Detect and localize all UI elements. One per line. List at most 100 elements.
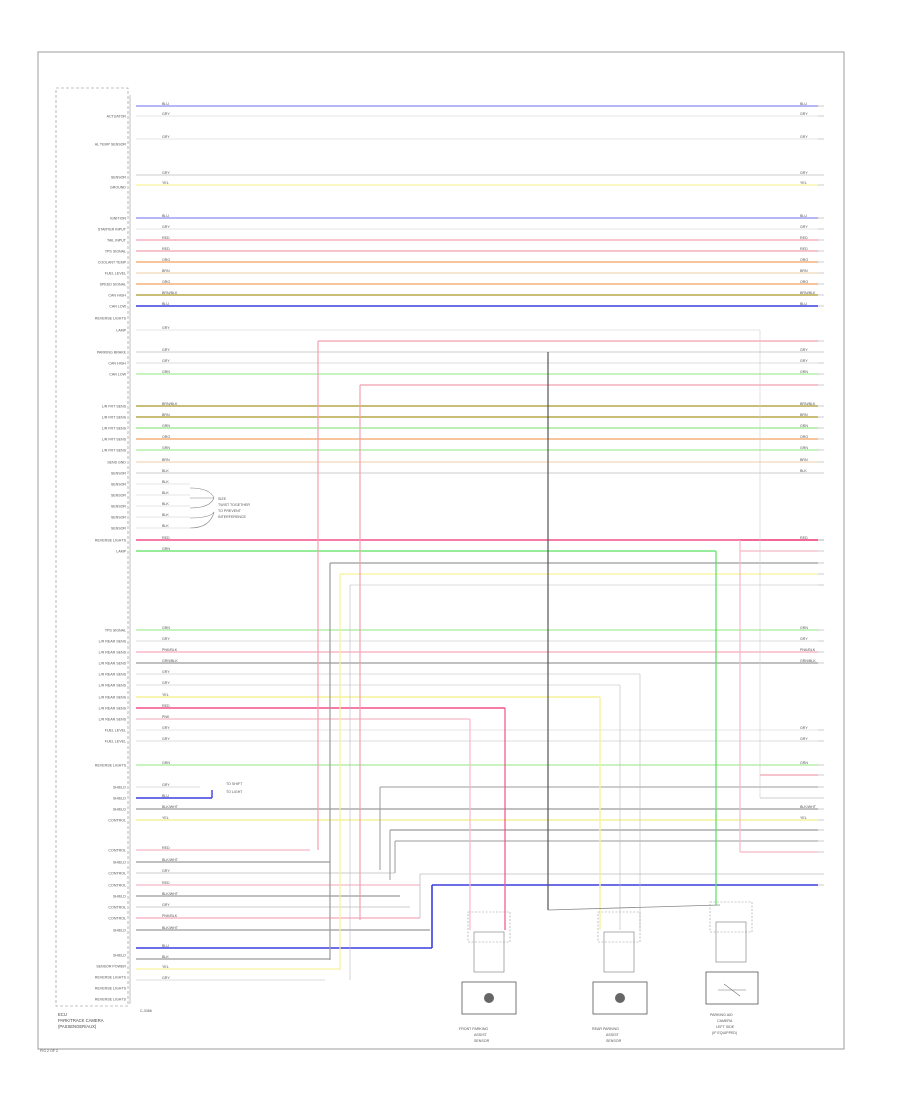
wire-code: GRN [162, 761, 170, 765]
ecu-pin-label: L/R FRT SENS [102, 427, 127, 431]
ecu-title-line-2: PARK/TRACK CAMERA [58, 1018, 104, 1023]
ecu-pin-label: CONTROL [108, 906, 126, 910]
wire-code: BLU [162, 214, 169, 218]
svg-text:INTERFERENCE: INTERFERENCE [218, 515, 247, 519]
ecu-housing [55, 87, 129, 1007]
wire-code: PNK [162, 715, 170, 719]
ecu-pin-label: COOLANT TEMP [98, 261, 127, 265]
wire-code-right: GRY [800, 726, 808, 730]
wire-code-right: RED [800, 536, 808, 540]
wire-code-right: GRN [800, 424, 808, 428]
ecu-title-line-3: (PASSENGER/AUX) [58, 1024, 97, 1029]
wire-code: GRY [162, 869, 170, 873]
wire-code: BLK [162, 502, 169, 506]
ecu-pin-label: L/R REAR SENS [99, 707, 127, 711]
svg-text:FRONT PARKING: FRONT PARKING [459, 1027, 488, 1031]
ecu-pin-label: CONTROL [108, 884, 126, 888]
wire-code: BLK [162, 480, 169, 484]
wire-code-right: GRY [800, 348, 808, 352]
wire-code: GRN [162, 370, 170, 374]
ecu-pin-label: REVERSE LIGHTS [95, 539, 127, 543]
svg-text:CAMERA: CAMERA [717, 1019, 733, 1023]
wire-code: GRY [162, 135, 170, 139]
vertical-runs [211, 330, 761, 980]
ecu-pin-label: IGNITION [110, 217, 126, 221]
wire-code: BLK [162, 524, 169, 528]
figure-footer: FIG 2 OF 2 [40, 1049, 58, 1053]
wire-code: BLU [162, 794, 169, 798]
wire-code-right: GRY [800, 359, 808, 363]
wire-code: RED [162, 704, 170, 708]
wire-code: BLK [162, 955, 169, 959]
wire-code-right: BRN/BLK [800, 402, 816, 406]
wire-code-labels: BLU BLU GRY GRY GRY GRY GRY GRY YEL YEL BLU BLU GRY G… [162, 102, 817, 980]
ecu-pin-label: L/R REAR SENS [99, 684, 127, 688]
wire-code-right: BRN [800, 458, 808, 462]
ecu-pin-label: CAN LOW [109, 305, 126, 309]
wire-code: BLU [162, 102, 169, 106]
front-parking-sensor: FRONT PARKING ASSIST SENSOR [459, 911, 517, 1043]
ecu-pin-label: L/R FRT SENS [102, 449, 127, 453]
ecu-pin-label: SHIELD [113, 895, 126, 899]
ecu-pin-label: REVERSE LIGHTS [95, 987, 127, 991]
wire-code: RED [162, 881, 170, 885]
wire-code: GRY [162, 225, 170, 229]
ecu-pin-label: SHIELD [113, 797, 126, 801]
ecu-pin-label: SENSOR [111, 505, 127, 509]
wire-code: GRY [162, 737, 170, 741]
ecu-pin-label: TAIL INPUT [107, 239, 127, 243]
wire-code-right: YEL [800, 181, 807, 185]
svg-text:TO PREVENT: TO PREVENT [218, 509, 242, 513]
wire-code: ORG [162, 435, 170, 439]
wire-code-right: BLU [800, 302, 807, 306]
ecu-pin-label: REVERSE LIGHTS [95, 317, 127, 321]
ecu-pin-label: LAMP [116, 550, 126, 554]
wire-code-right: BLU [800, 214, 807, 218]
wire-code: YEL [162, 816, 169, 820]
wire-code-right: GRN [800, 446, 808, 450]
ecu-pin-label: SHIELD [113, 808, 126, 812]
wire-code-right: BLK/WHT [800, 805, 817, 809]
wire-code: BRN/BLK [162, 402, 178, 406]
wire-code-right: ORG [800, 258, 808, 262]
svg-text:LEFT SIDE: LEFT SIDE [716, 1025, 735, 1029]
wire-code: BLK [162, 513, 169, 517]
wire-code-right: BRN/BLK [800, 291, 816, 295]
wire-code: GRY [162, 726, 170, 730]
ecu-pin-label: LAMP [116, 329, 126, 333]
ecu-pin-label: L/R REAR SENS [99, 640, 127, 644]
wire-code: RED [162, 247, 170, 251]
splice-label-shift: TO SHIFT [226, 782, 243, 786]
wire-code: BLU [162, 302, 169, 306]
ecu-pin-label: AL TEMP SENSOR [95, 143, 127, 147]
wire-code: GRY [162, 637, 170, 641]
ecu-pin-label: CONTROL [108, 872, 126, 876]
wire-code-right: GRN [800, 761, 808, 765]
ecu-pin-label: FUEL LEVEL [105, 729, 126, 733]
wire-code-right: GRY [800, 637, 808, 641]
wire-code-right: ORG [800, 280, 808, 284]
ecu-pin-label: SENSOR [111, 483, 127, 487]
wire-code: YEL [162, 693, 169, 697]
ecu-pin-label: FUEL LEVEL [105, 272, 126, 276]
wire-code: GRY [162, 681, 170, 685]
ecu-pin-label: CAN HIGH [108, 362, 126, 366]
wire-code: BLK/WHT [162, 805, 179, 809]
wire-code-right: RED [800, 247, 808, 251]
wire-bundle [136, 105, 818, 981]
wire-code: BRN/BLK [162, 291, 178, 295]
svg-text:PARKING AID: PARKING AID [710, 1013, 733, 1017]
wire-code: GRY [162, 903, 170, 907]
ecu-pin-label: L/R FRT SENS [102, 438, 127, 442]
ecu-pin-label: SENSOR [111, 527, 127, 531]
svg-text:ASSIST: ASSIST [474, 1033, 488, 1037]
ecu-pin-label: CAN HIGH [108, 294, 126, 298]
wire-code: GRY [162, 783, 170, 787]
wire-code: YEL [162, 181, 169, 185]
wire-code: GRN [162, 626, 170, 630]
wire-code: YEL [162, 965, 169, 969]
ecu-pin-label: L/R REAR SENS [99, 718, 127, 722]
svg-text:SIZE: SIZE [218, 497, 227, 501]
wire-code: RED [162, 236, 170, 240]
